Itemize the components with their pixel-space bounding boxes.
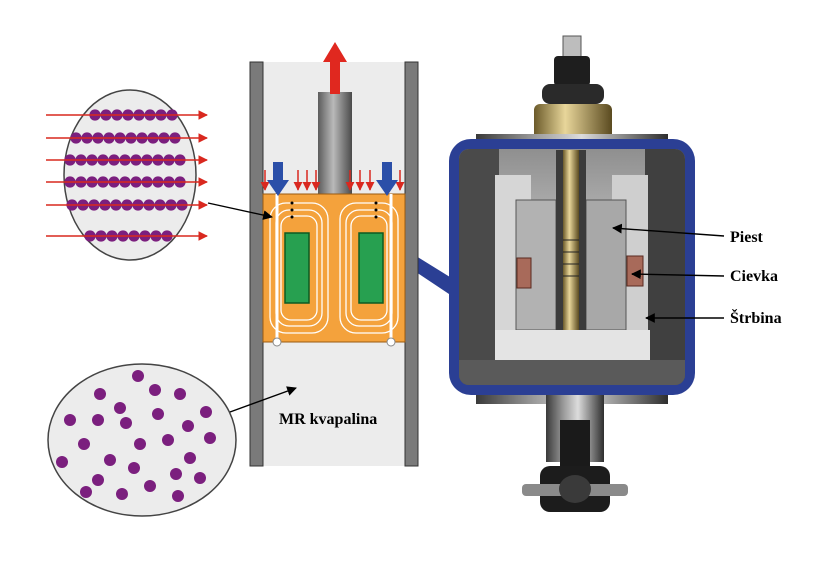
label-strbina: Štrbina: [730, 310, 782, 327]
right-wall: [404, 61, 419, 467]
coil-left: [284, 232, 310, 304]
random-particles: [56, 370, 216, 502]
lower-rod: [560, 420, 590, 468]
piston-rod: [318, 92, 352, 200]
pressure-arrows: [260, 170, 405, 191]
blue-down-arrow-icon: [267, 162, 289, 196]
piston-cutaway-photo: [459, 149, 685, 385]
label-cievka: Cievka: [730, 268, 778, 285]
random-particles-view: [47, 363, 237, 517]
cievka-pointer: [631, 269, 725, 280]
damper-schematic: [249, 42, 419, 467]
red-up-arrow-icon: [323, 42, 347, 94]
left-wall: [249, 61, 264, 467]
field-lines: [269, 202, 399, 334]
red-right-arrow-icon: [46, 110, 208, 241]
top-bushing: [542, 84, 604, 104]
top-stud: [562, 35, 582, 59]
blue-down-arrow-icon-right: [376, 162, 398, 196]
coil-right: [358, 232, 384, 304]
zoom-connector: [416, 256, 458, 300]
label-piest: Piest: [730, 229, 763, 246]
top-collar: [534, 104, 612, 140]
bottom-bushing: [559, 475, 591, 503]
top-mount: [554, 56, 590, 86]
aligned-pointer: [207, 202, 273, 220]
random-pointer: [229, 386, 297, 413]
label-mr-fluid: MR kvapalina: [279, 411, 378, 428]
piest-pointer: [612, 223, 725, 237]
aligned-particles-view: [46, 89, 208, 261]
